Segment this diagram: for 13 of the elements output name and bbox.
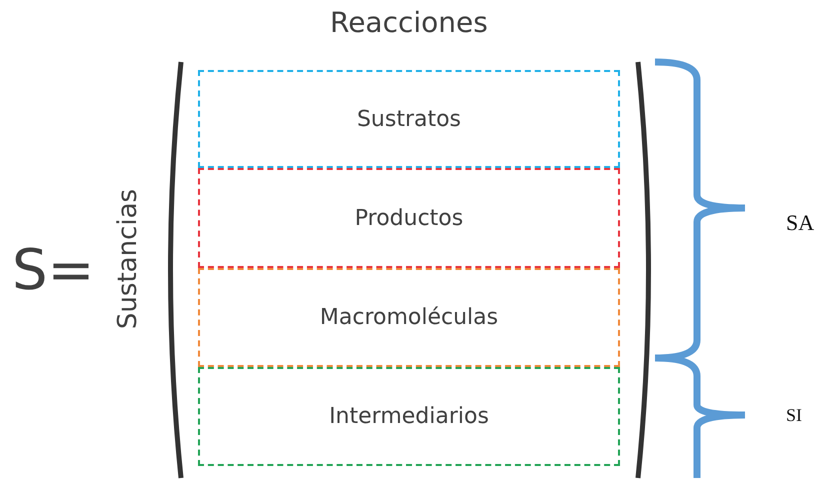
axis-title: Reacciones <box>330 6 488 39</box>
axis-title: Sustancias <box>113 188 144 330</box>
row-label: Productos <box>354 206 464 230</box>
row-label: Macromoléculas <box>320 305 498 330</box>
row-label: Intermediarios <box>329 404 489 429</box>
matrix-row <box>198 70 620 168</box>
row-label: Sustratos <box>356 106 462 132</box>
matrix-row <box>198 168 620 268</box>
matrix-row <box>198 367 620 466</box>
subset-label: SI <box>786 405 802 426</box>
matrix-symbol: S= <box>12 238 94 303</box>
subset-label: SA <box>786 210 814 236</box>
matrix-row <box>198 268 620 367</box>
